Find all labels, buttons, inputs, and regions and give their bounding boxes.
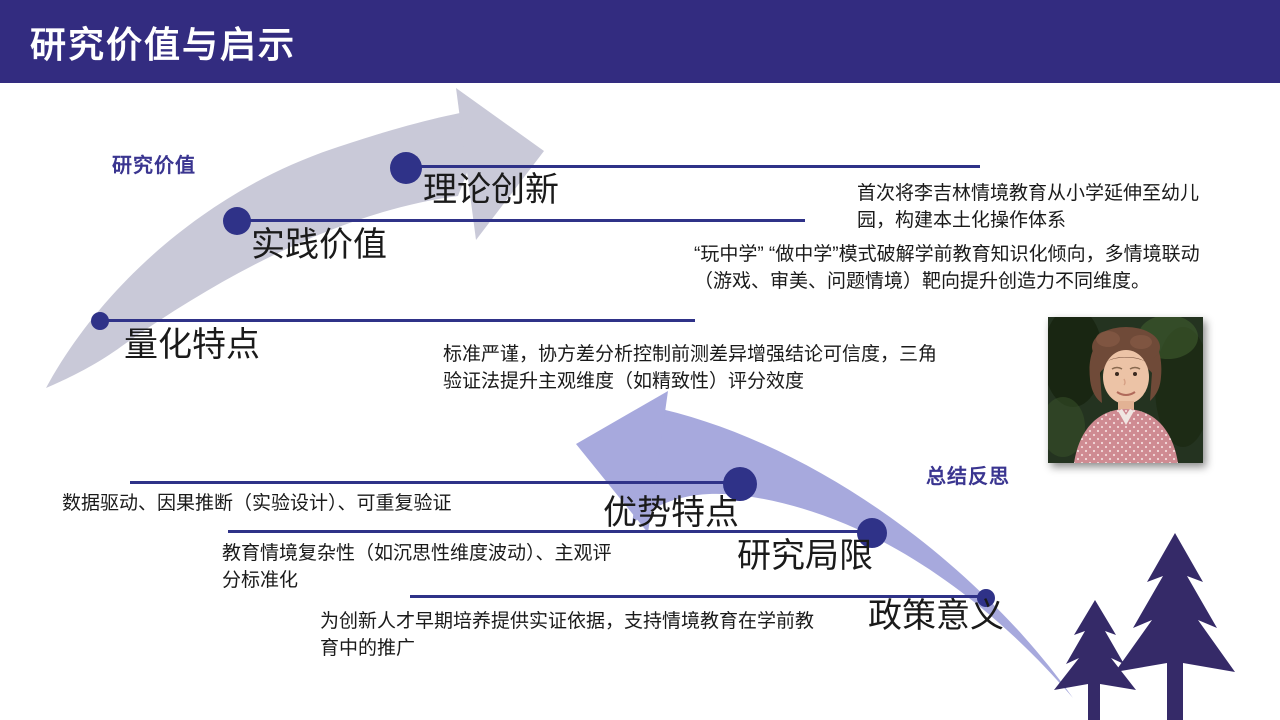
milestone-description: 数据驱动、因果推断（实验设计）、可重复验证 xyxy=(62,493,452,514)
milestone-label: 政策意义 xyxy=(868,597,1004,635)
milestone-description: 首次将李吉林情境教育从小学延伸至幼儿园，构建本土化操作体系 xyxy=(857,183,1200,231)
page-title: 研究价值与启示 xyxy=(30,24,297,65)
milestone-label: 量化特点 xyxy=(124,326,260,364)
milestone-dot xyxy=(390,152,422,184)
section-label-summary-reflection: 总结反思 xyxy=(926,466,1010,488)
milestone-line xyxy=(100,319,695,322)
milestone-dot xyxy=(723,467,757,501)
header-bar: 研究价值与启示 xyxy=(0,0,1280,83)
portrait-photo xyxy=(1041,307,1211,463)
milestone-line xyxy=(228,530,872,533)
portrait-photo-illustration xyxy=(1041,307,1211,463)
section-label-research-value: 研究价值 xyxy=(112,155,196,177)
milestone-line xyxy=(130,481,742,484)
milestone-label: 优势特点 xyxy=(603,494,739,532)
milestone-description: 标准严谨，协方差分析控制前测差异增强结论可信度，三角验证法提升主观维度（如精致性… xyxy=(443,344,938,392)
milestone-label: 理论创新 xyxy=(423,171,559,209)
milestone-dot xyxy=(977,589,995,607)
pine-trees-icon xyxy=(1054,533,1235,720)
milestone-description: 为创新人才早期培养提供实证依据，支持情境教育在学前教育中的推广 xyxy=(320,611,815,659)
milestone-label: 实践价值 xyxy=(251,226,387,264)
milestone-label: 研究局限 xyxy=(737,537,873,575)
milestone-description: “玩中学” “做中学”模式破解学前教育知识化倾向，多情境联动（游戏、审美、问题情… xyxy=(694,244,1200,292)
milestone-dot xyxy=(857,518,887,548)
milestone-line xyxy=(237,219,805,222)
milestone-description: 教育情境复杂性（如沉思性维度波动）、主观评分标准化 xyxy=(222,543,612,591)
milestone-dot xyxy=(223,207,251,235)
milestone-line xyxy=(410,595,985,598)
milestone-line xyxy=(405,165,980,168)
milestone-dot xyxy=(91,312,109,330)
